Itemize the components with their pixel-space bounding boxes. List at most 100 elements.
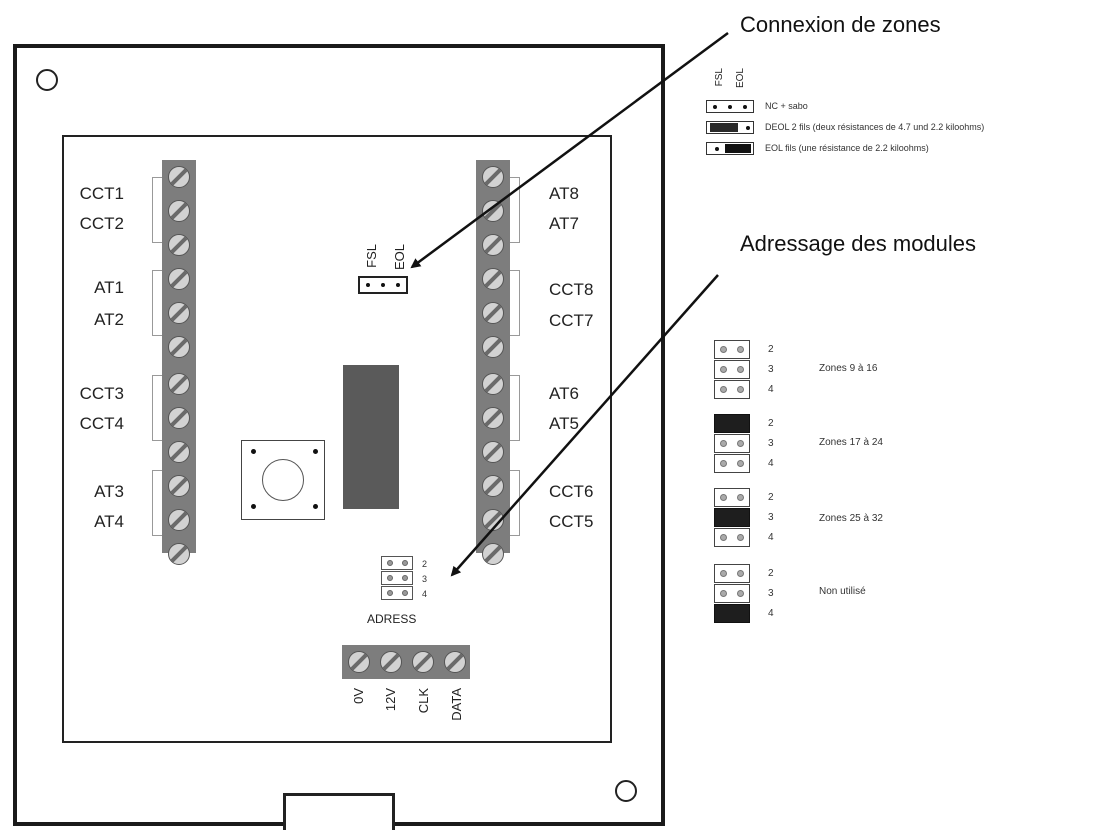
terminal-screw [162, 330, 196, 364]
terminal-screw [476, 367, 510, 401]
terminal-label-cct3: CCT3 [79, 384, 124, 403]
address-legend-row-jumpered [714, 414, 750, 433]
terminal-screw [162, 401, 196, 435]
left-terminal-strip [162, 160, 196, 565]
terminal-screw [162, 194, 196, 228]
jumper-pin [365, 283, 370, 287]
terminal-screw [476, 537, 510, 571]
terminal-label-cct2: CCT2 [79, 214, 124, 233]
button-pin [251, 449, 256, 454]
pcb-board [62, 135, 612, 743]
terminal-bracket [152, 270, 162, 336]
address-legend-row [714, 360, 750, 379]
power-terminal-strip [342, 645, 470, 679]
terminal-screw [162, 296, 196, 330]
enclosure-notch [283, 793, 395, 830]
address-legend-label: Zones 9 à 16 [819, 363, 878, 374]
button-pin [251, 504, 256, 509]
terminal-screw [476, 228, 510, 262]
mounting-hole-bottom-right [615, 780, 637, 802]
address-legend-pin: 3 [768, 438, 774, 449]
terminal-label-cct6: CCT6 [549, 482, 594, 501]
address-legend-row [714, 488, 750, 507]
terminal-screw [406, 645, 438, 679]
address-legend-row [714, 584, 750, 603]
terminal-label-at6: AT6 [549, 384, 579, 403]
address-legend-row [714, 380, 750, 399]
tamper-button [241, 440, 325, 520]
address-legend-row [714, 454, 750, 473]
terminal-bracket [510, 470, 520, 536]
jumper-pin [396, 283, 401, 287]
terminal-label-at7: AT7 [549, 214, 579, 233]
terminal-label-at8: AT8 [549, 184, 579, 203]
address-legend-pin: 2 [768, 418, 774, 429]
tamper-button-cap [262, 459, 304, 501]
legend-nc-text: NC + sabo [765, 101, 808, 111]
address-legend-pin: 2 [768, 344, 774, 355]
terminal-screw [162, 160, 196, 194]
terminal-label-cct4: CCT4 [79, 414, 124, 433]
address-legend-row [714, 564, 750, 583]
terminal-screw [162, 469, 196, 503]
zones-title: Connexion de zones [740, 12, 941, 37]
address-legend-label: Zones 25 à 32 [819, 513, 883, 524]
address-legend-pin: 4 [768, 608, 774, 619]
terminal-bracket [152, 375, 162, 441]
legend-deol-jumper [706, 121, 754, 134]
address-legend-row-jumpered [714, 604, 750, 623]
ic-chip [343, 365, 399, 509]
terminal-screw [162, 503, 196, 537]
address-legend-block [714, 564, 750, 624]
adress-label: ADRESS [367, 612, 417, 626]
address-legend-pin: 2 [768, 568, 774, 579]
terminal-screw [476, 160, 510, 194]
zones-arrow [410, 31, 729, 269]
legend-eol-label: EOL [735, 68, 746, 89]
legend-fsl-label: FSL [714, 68, 725, 87]
zone-jumper-header [358, 276, 408, 294]
address-legend-label: Zones 17 à 24 [819, 437, 883, 448]
address-legend-pin: 4 [768, 532, 774, 543]
terminal-bracket [510, 375, 520, 441]
legend-eol-jumper [706, 142, 754, 155]
address-legend-block [714, 488, 750, 548]
terminal-label-at5: AT5 [549, 414, 579, 433]
terminal-label-cct7: CCT7 [549, 311, 594, 330]
modules-title: Adressage des modules [740, 231, 977, 256]
address-pin-row [381, 556, 413, 570]
address-pin-row [381, 571, 413, 585]
terminal-screw [162, 262, 196, 296]
terminal-bracket [510, 177, 520, 243]
address-legend-label: Non utilisé [819, 586, 866, 597]
address-pin-number: 2 [422, 559, 428, 569]
address-legend-pin: 4 [768, 458, 774, 469]
button-pin [313, 504, 318, 509]
terminal-screw [476, 296, 510, 330]
terminal-screw [476, 194, 510, 228]
terminal-screw [476, 469, 510, 503]
address-pin-number: 3 [422, 574, 428, 584]
address-legend-pin: 2 [768, 492, 774, 503]
address-jumper-block [381, 556, 415, 603]
address-legend-row [714, 528, 750, 547]
address-legend-row [714, 340, 750, 359]
terminal-label-at4: AT4 [94, 512, 124, 531]
terminal-bracket [510, 270, 520, 336]
terminal-label-cct8: CCT8 [549, 280, 594, 299]
terminal-label-at1: AT1 [94, 278, 124, 297]
terminal-screw [438, 645, 470, 679]
address-legend-pin: 4 [768, 384, 774, 395]
address-legend-row [714, 434, 750, 453]
right-terminal-strip [476, 160, 510, 565]
terminal-label-at3: AT3 [94, 482, 124, 501]
address-pin-number: 4 [422, 589, 428, 599]
address-pin-row [381, 586, 413, 600]
address-legend-block [714, 340, 750, 400]
terminal-screw [476, 262, 510, 296]
terminal-screw [162, 228, 196, 262]
button-pin [313, 449, 318, 454]
legend-deol-text: DEOL 2 fils (deux résistances de 4.7 und… [765, 122, 985, 132]
terminal-screw [476, 435, 510, 469]
